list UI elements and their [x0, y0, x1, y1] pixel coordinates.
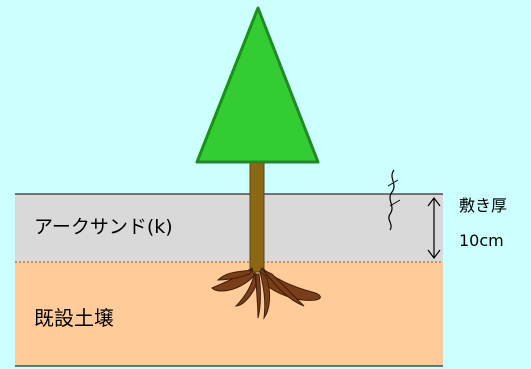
- thickness-arrow: [427, 197, 441, 259]
- break-symbol: [388, 169, 395, 231]
- sand-layer: [15, 194, 443, 262]
- break-symbol-tick: [387, 179, 401, 207]
- tree-roots: [211, 267, 321, 320]
- thickness-label: 敷き厚: [459, 196, 508, 215]
- soil-layer-label: 既設土壌: [34, 306, 114, 330]
- sand-layer-label: アークサンド(k): [34, 216, 173, 238]
- tree-crown: [195, 6, 320, 164]
- thickness-value: 10cm: [459, 231, 504, 250]
- tree-trunk: [249, 159, 265, 273]
